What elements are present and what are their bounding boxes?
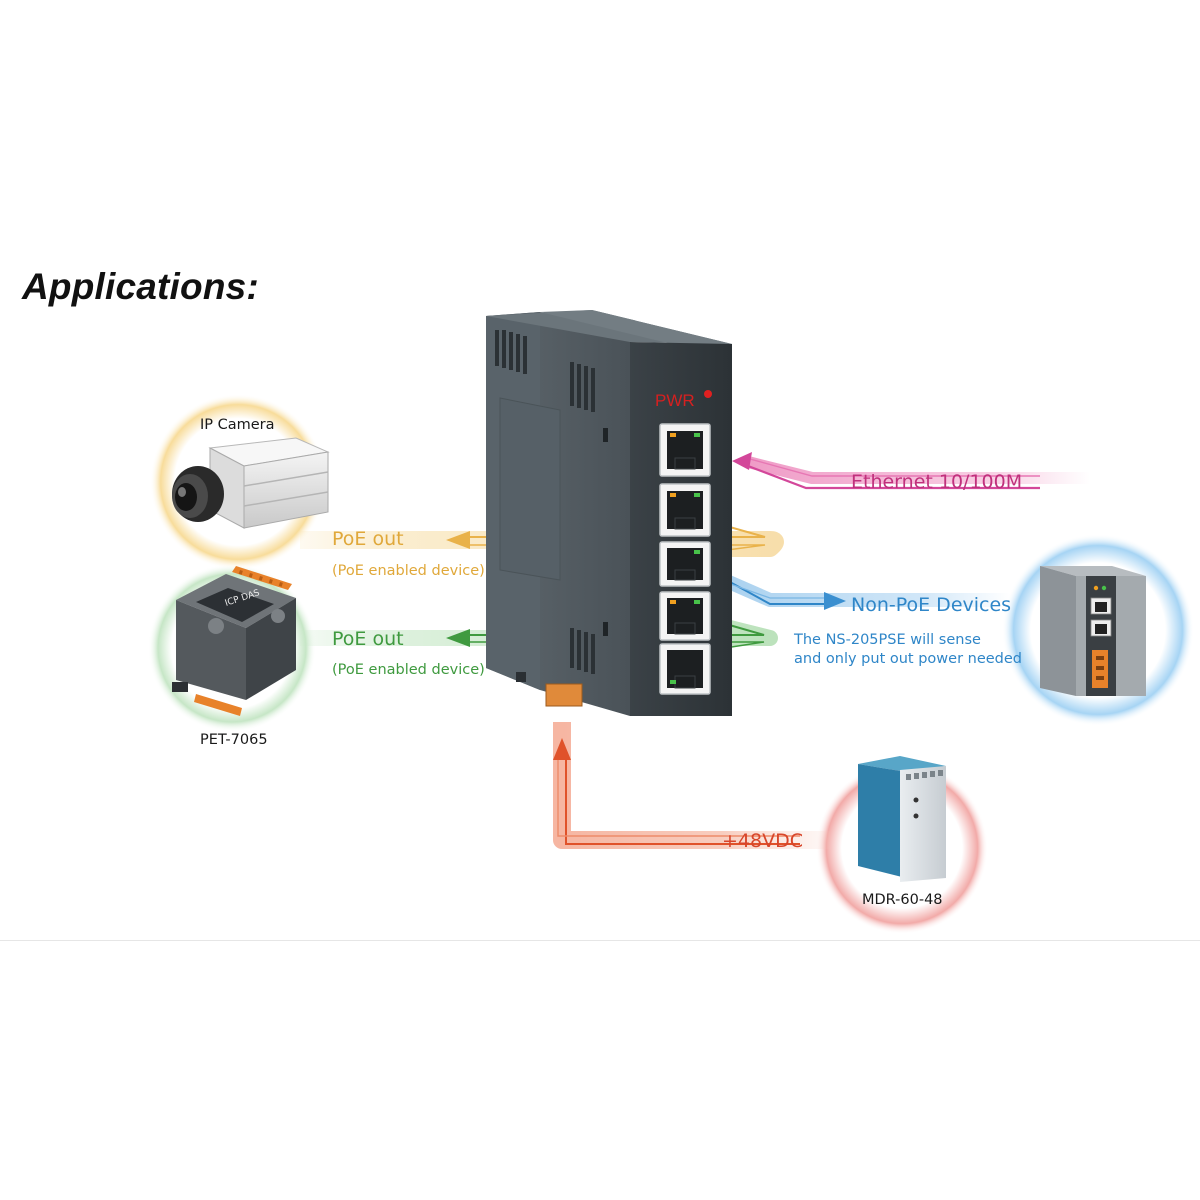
port-1: [659, 423, 711, 477]
sense-note-line-1: The NS-205PSE will sense: [794, 632, 981, 648]
power-supply-label: MDR-60-48: [862, 892, 943, 908]
ethernet-label: Ethernet 10/100M: [851, 471, 1023, 493]
vent-slots: [495, 330, 595, 674]
dc-power-arrow: [553, 722, 830, 849]
ip-camera-illustration: [172, 437, 330, 529]
ethernet-ports: [659, 423, 711, 695]
power-terminal: [545, 683, 583, 707]
poe-note-label-2: (PoE enabled device): [332, 662, 485, 678]
port-3: [659, 541, 711, 587]
bottom-divider: [0, 940, 1200, 941]
poe-switch: [486, 310, 732, 716]
port-4: [659, 591, 711, 641]
dc-input-label: +48VDC: [722, 830, 803, 852]
non-poe-device-illustration: [1040, 566, 1146, 696]
page-title: Applications:: [22, 266, 259, 307]
sense-note-line-2: and only put out power needed: [794, 651, 1022, 667]
poe-note-label-1: (PoE enabled device): [332, 563, 485, 579]
power-supply-illustration: [858, 756, 946, 882]
pet-module-illustration: ICP DAS: [172, 566, 296, 716]
poe-out-label-1: PoE out: [332, 528, 404, 550]
ethernet-arrow: [732, 452, 1090, 490]
ip-camera-label: IP Camera: [200, 417, 275, 433]
pet-module-label: PET-7065: [200, 732, 268, 748]
pwr-label: PWR: [655, 391, 695, 410]
port-2: [659, 483, 711, 537]
non-poe-label: Non-PoE Devices: [851, 594, 1012, 616]
pwr-led: [704, 390, 712, 398]
port-5: [659, 643, 711, 695]
poe-out-label-2: PoE out: [332, 628, 404, 650]
